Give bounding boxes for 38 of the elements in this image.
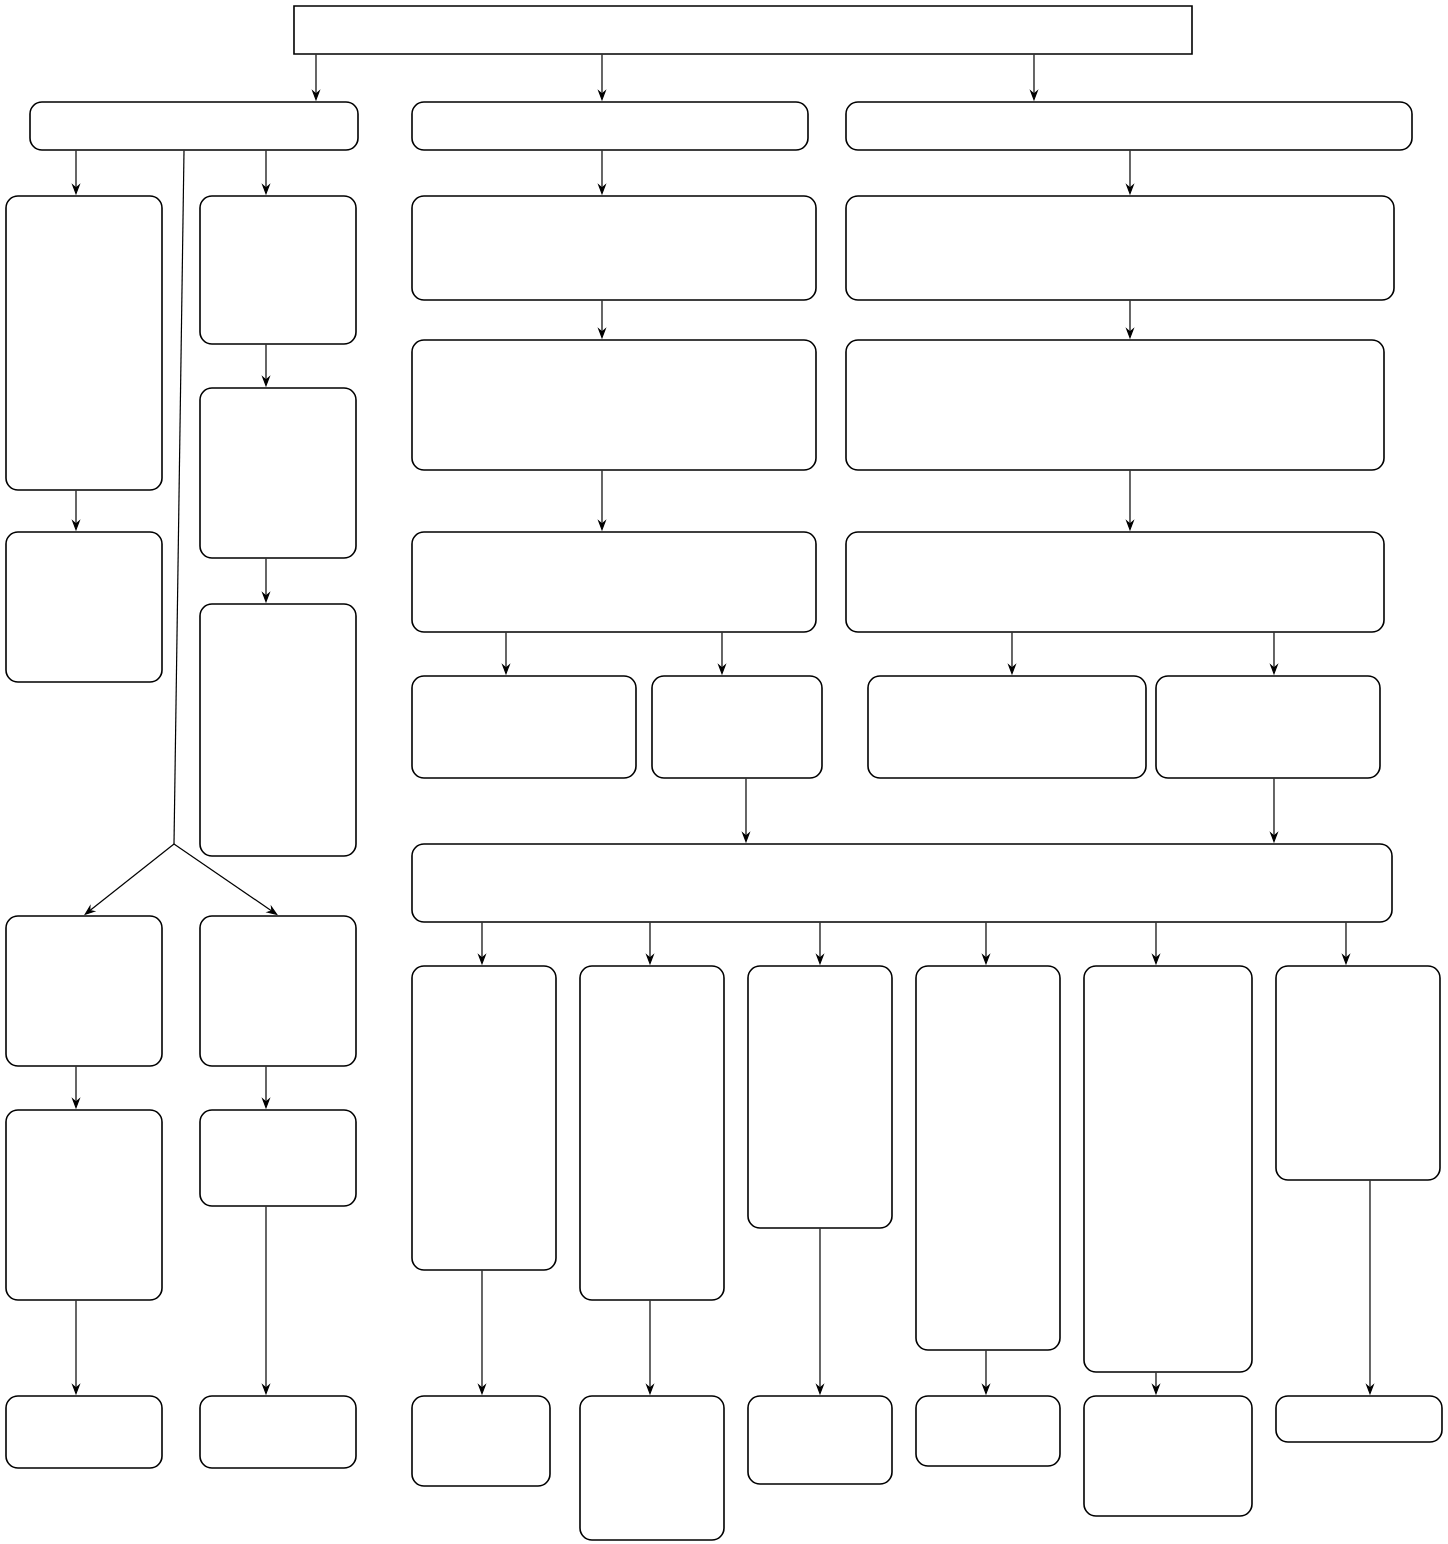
process-box xyxy=(5,915,163,1067)
process-box xyxy=(411,1395,551,1487)
process-box xyxy=(199,1395,357,1469)
process-box xyxy=(199,1109,357,1207)
process-box xyxy=(199,915,357,1067)
process-box xyxy=(1083,1395,1253,1517)
process-box xyxy=(1083,965,1253,1373)
process-box xyxy=(5,195,163,491)
process-box xyxy=(411,101,809,151)
process-box xyxy=(579,965,725,1301)
process-box xyxy=(5,1395,163,1469)
process-box xyxy=(5,531,163,683)
process-box xyxy=(651,675,823,779)
process-box xyxy=(579,1395,725,1541)
process-box xyxy=(199,603,357,857)
process-box xyxy=(845,195,1395,301)
process-box xyxy=(1275,1395,1443,1443)
process-box xyxy=(915,1395,1061,1467)
process-box xyxy=(411,965,557,1271)
process-box xyxy=(411,531,817,633)
process-box xyxy=(293,5,1193,55)
process-box xyxy=(915,965,1061,1351)
process-box xyxy=(199,387,357,559)
process-box xyxy=(747,1395,893,1485)
process-box xyxy=(29,101,359,151)
process-box xyxy=(411,195,817,301)
process-box xyxy=(411,675,637,779)
process-box xyxy=(845,531,1385,633)
process-box xyxy=(867,675,1147,779)
process-box xyxy=(747,965,893,1229)
process-box xyxy=(1155,675,1381,779)
process-box xyxy=(845,101,1413,151)
process-box xyxy=(411,339,817,471)
process-box xyxy=(411,843,1393,923)
process-box xyxy=(5,1109,163,1301)
process-box xyxy=(1275,965,1441,1181)
process-box xyxy=(199,195,357,345)
process-box xyxy=(845,339,1385,471)
